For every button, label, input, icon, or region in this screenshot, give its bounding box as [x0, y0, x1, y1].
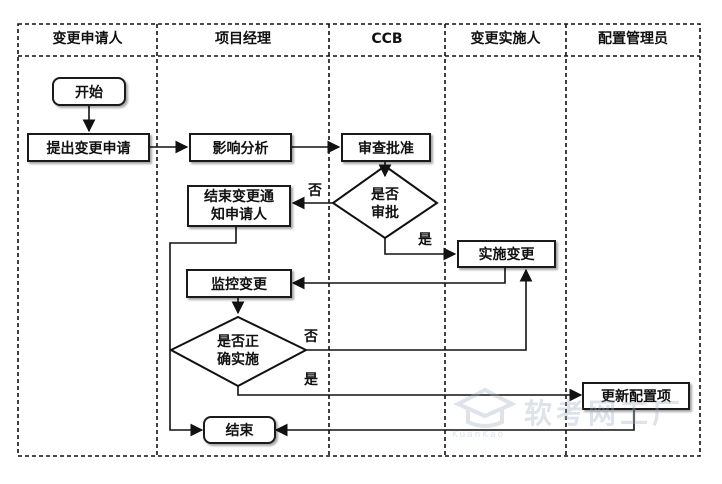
lane-title-implementer: 变更实施人 [470, 31, 541, 47]
review-approve-node: 审查批准 [341, 133, 431, 162]
update-config-node: 更新配置项 [582, 382, 690, 410]
notify-line-1: 结束变更通 [204, 189, 274, 205]
implement-change-node: 实施变更 [457, 240, 556, 268]
edge-notify-end [169, 227, 237, 437]
edge-label-correct-no: 否 [304, 329, 318, 345]
edge-label-correct-yes: 是 [304, 372, 318, 388]
edge-correct-no [306, 268, 533, 351]
decision-approve-line-1: 是否 [371, 187, 399, 203]
lane-title-applicant: 变更申请人 [52, 31, 123, 47]
monitor-change-node: 监控变更 [186, 269, 292, 298]
end-node: 结束 [203, 416, 276, 444]
decision-approve-label: 是否 审批 [345, 186, 425, 222]
edge-decision-implement [384, 238, 457, 261]
decision-correct-label: 是否正 确实施 [190, 333, 286, 369]
submit-request-node: 提出变更申请 [27, 133, 150, 162]
edge-label-approve-no: 否 [308, 183, 322, 199]
lane-title-config-admin: 配置管理员 [598, 31, 668, 47]
notify-applicant-node: 结束变更通 知申请人 [187, 185, 291, 227]
swimlane-border [17, 23, 701, 457]
decision-correct-line-1: 是否正 [217, 334, 259, 350]
edge-implement-monitor [291, 268, 506, 290]
notify-line-2: 知申请人 [211, 207, 267, 223]
decision-approve-line-2: 审批 [371, 205, 399, 221]
lane-title-project-manager: 项目经理 [215, 31, 271, 47]
edge-update-end [274, 408, 635, 437]
lane-title-ccb: CCB [371, 31, 403, 47]
edge-label-approve-yes: 是 [418, 232, 432, 248]
edge-correct-yes [237, 386, 583, 402]
connectors [82, 106, 635, 437]
decision-correct-line-2: 确实施 [217, 352, 259, 368]
impact-analysis-node: 影响分析 [189, 133, 292, 162]
start-node: 开始 [52, 77, 126, 106]
